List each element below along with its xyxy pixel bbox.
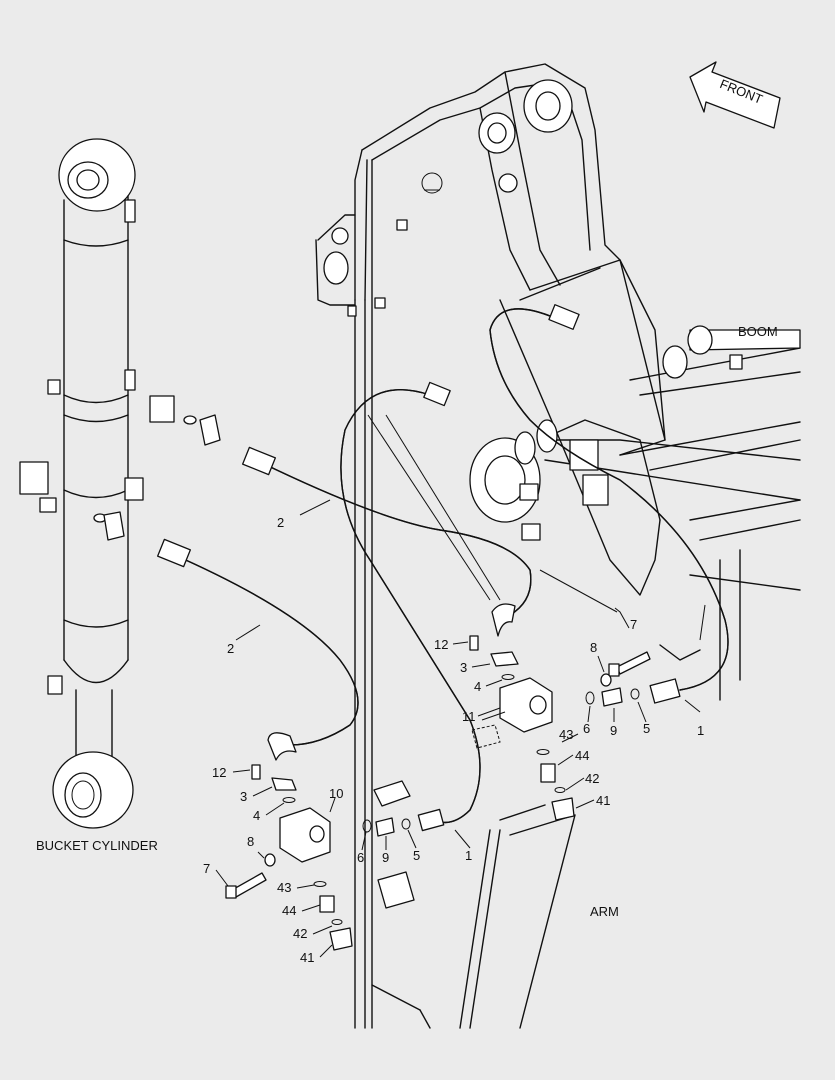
callout-2-upper: 2 xyxy=(277,515,284,530)
callout-5-right: 5 xyxy=(643,721,650,736)
callout-8-right: 8 xyxy=(590,640,597,655)
area-labels: BOOM BUCKET CYLINDER ARM xyxy=(36,324,778,919)
callout-leaders xyxy=(215,641,647,958)
callout-44-right: 44 xyxy=(575,748,589,763)
callout-7-right: 7 xyxy=(630,617,637,632)
callout-1-right: 1 xyxy=(697,723,704,738)
callout-5-left: 5 xyxy=(413,848,420,863)
bucket-cylinder-label: BUCKET CYLINDER xyxy=(36,838,158,853)
callout-3-left: 3 xyxy=(240,789,247,804)
arm-label: ARM xyxy=(590,904,619,919)
callout-11: 11 xyxy=(462,709,476,724)
fittings xyxy=(225,635,651,951)
callout-42-right: 42 xyxy=(585,771,599,786)
boom-label: BOOM xyxy=(738,324,778,339)
callout-4-left: 4 xyxy=(253,808,260,823)
callout-8-left: 8 xyxy=(247,834,254,849)
bucket-cylinder-drawing xyxy=(19,138,221,829)
callout-43-left: 43 xyxy=(277,880,291,895)
leader-lines xyxy=(235,414,706,849)
callout-41-left: 41 xyxy=(300,950,314,965)
callout-4-right: 4 xyxy=(474,679,481,694)
callout-1-left: 1 xyxy=(465,848,472,863)
boom-structure xyxy=(315,63,801,1029)
callout-6-left: 6 xyxy=(357,850,364,865)
callout-42-left: 42 xyxy=(293,926,307,941)
front-arrow: FRONT xyxy=(689,61,781,129)
callout-10: 10 xyxy=(329,786,343,801)
callout-12-left: 12 xyxy=(212,765,226,780)
callout-2-lower: 2 xyxy=(227,641,234,656)
callouts: 2 2 12 3 4 11 7 8 6 9 5 1 43 44 42 41 12… xyxy=(203,515,704,965)
callout-9-right: 9 xyxy=(610,723,617,738)
callout-9-left: 9 xyxy=(382,850,389,865)
callout-6-right: 6 xyxy=(583,721,590,736)
callout-41-right: 41 xyxy=(596,793,610,808)
callout-44-left: 44 xyxy=(282,903,296,918)
callout-12-right: 12 xyxy=(434,637,448,652)
hoses xyxy=(156,304,729,832)
callout-7-left: 7 xyxy=(203,861,210,876)
callout-3-right: 3 xyxy=(460,660,467,675)
